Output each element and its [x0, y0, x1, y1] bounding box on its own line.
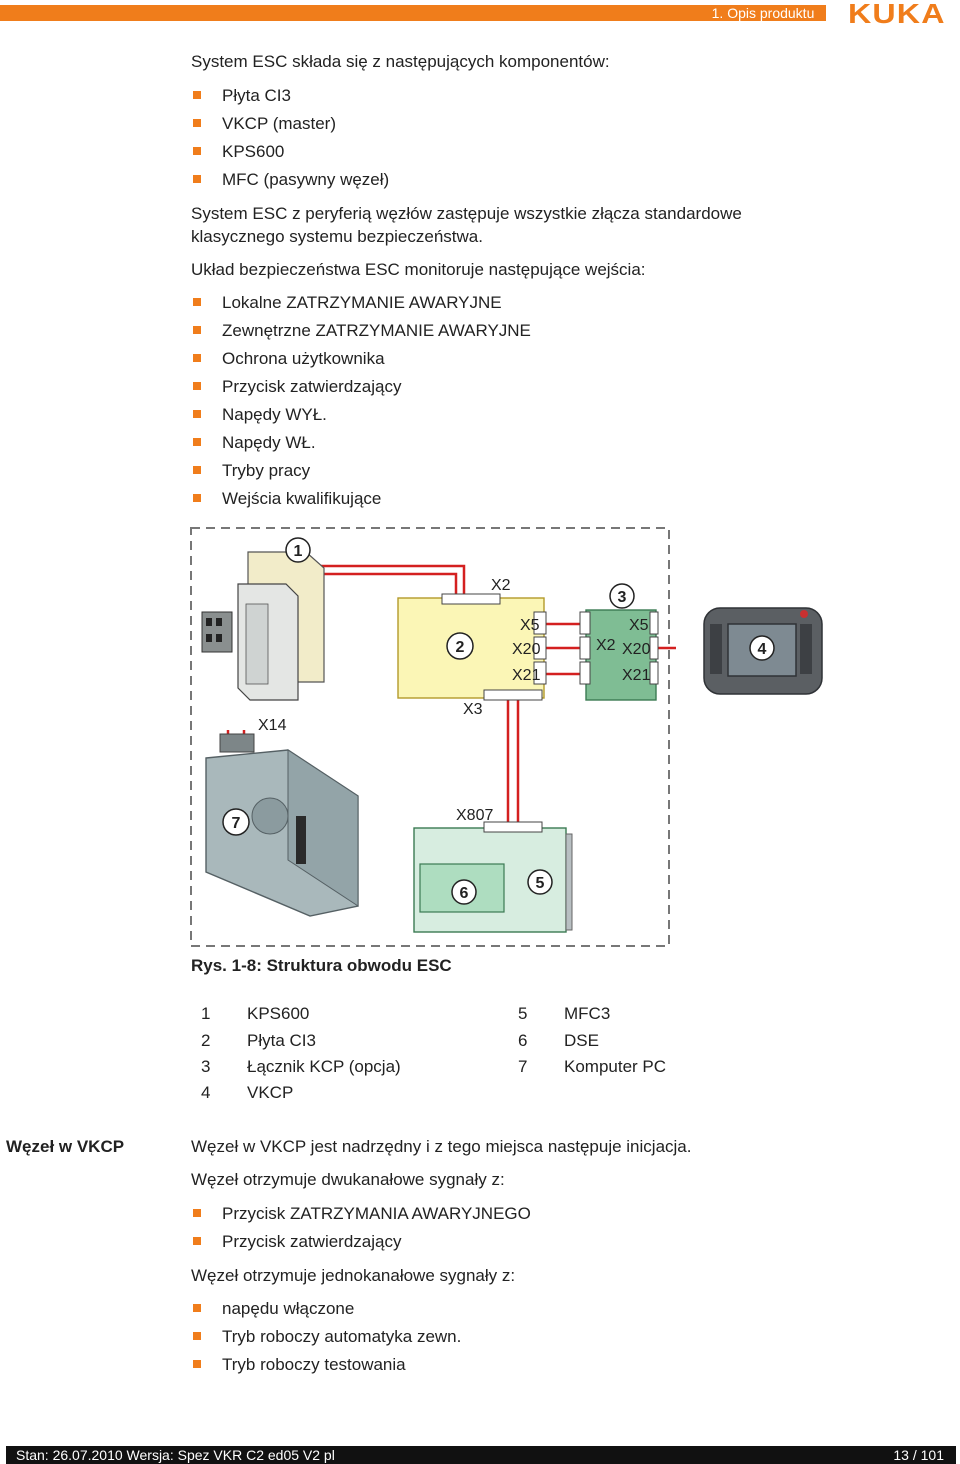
mfc-dse-board: X807 6 5	[413, 807, 573, 933]
replace-paragraph-line1: System ESC z peryferią węzłów zastępuje …	[191, 204, 742, 223]
bullet-icon	[193, 1360, 201, 1368]
bullet-icon	[193, 1237, 201, 1245]
label-x20-coupler: X20	[622, 641, 651, 658]
label-x14: X14	[258, 717, 287, 734]
label-x2-coupler: X2	[596, 637, 616, 654]
vkcp-pendant-detail: 4	[703, 607, 823, 695]
callout-4: 4	[758, 641, 767, 658]
legend-text: Komputer PC	[564, 1057, 667, 1076]
label-x3: X3	[463, 701, 483, 718]
label-x21-coupler: X21	[622, 667, 651, 684]
bullet-icon	[193, 438, 201, 446]
bullet-icon	[193, 326, 201, 334]
legend-num: 3	[201, 1057, 211, 1076]
label-x20: X20	[512, 641, 541, 658]
callout-1: 1	[294, 543, 303, 560]
label-x807: X807	[456, 807, 493, 824]
label-x5: X5	[520, 617, 540, 634]
single-intro: Węzeł otrzymuje jednokanałowe sygnały z:	[191, 1266, 516, 1285]
legend-text: Płyta CI3	[247, 1031, 316, 1050]
callout-2: 2	[456, 639, 465, 656]
label-x2: X2	[491, 577, 511, 594]
esc-structure-diagram: 1 2 X2 X5 X20 X21 X3 3 X2 X5 X20 X21	[190, 527, 676, 947]
legend-text: Łącznik KCP (opcja)	[247, 1057, 401, 1076]
bullet-icon	[193, 494, 201, 502]
bullet-icon	[193, 298, 201, 306]
bullet-icon	[193, 1304, 201, 1312]
legend-text: VKCP	[247, 1083, 294, 1102]
legend-num: 2	[201, 1031, 211, 1050]
footer-version: Stan: 26.07.2010 Wersja: Spez VKR C2 ed0…	[16, 1447, 335, 1463]
bullet-icon	[193, 466, 201, 474]
bullet-icon	[193, 147, 201, 155]
callout-7: 7	[232, 815, 241, 832]
legend-text: KPS600	[247, 1004, 310, 1023]
bullet-icon	[193, 91, 201, 99]
callout-5: 5	[536, 875, 545, 892]
bullet-icon	[193, 410, 201, 418]
callout-6: 6	[460, 885, 469, 902]
legend-num: 7	[518, 1057, 528, 1076]
legend-num: 5	[518, 1004, 528, 1023]
figure-caption: Rys. 1-8: Struktura obwodu ESC	[191, 956, 452, 975]
label-x5-coupler: X5	[629, 617, 649, 634]
section-heading: Węzeł w VKCP	[6, 1137, 125, 1156]
node-paragraph: Węzeł w VKCP jest nadrzędny i z tego mie…	[191, 1137, 692, 1156]
bullet-icon	[193, 1332, 201, 1340]
legend-num: 1	[201, 1004, 211, 1023]
chapter-title: 1. Opis produktu	[711, 5, 815, 21]
page-footer: Stan: 26.07.2010 Wersja: Spez VKR C2 ed0…	[6, 1446, 956, 1464]
legend-text: DSE	[564, 1031, 599, 1050]
kps600-device: 1	[201, 537, 325, 701]
legend-text: MFC3	[564, 1004, 611, 1023]
header-bar	[0, 5, 826, 21]
kcp-coupler: 3 X2 X5 X20 X21	[579, 583, 659, 701]
inputs-intro: Układ bezpieczeństwa ESC monitoruje nast…	[191, 260, 646, 279]
components-intro: System ESC składa się z następujących ko…	[191, 52, 610, 71]
ci3-board: 2 X2 X5 X20 X21 X3	[397, 577, 547, 718]
bullet-icon	[193, 382, 201, 390]
replace-paragraph-line2: klasycznego systemu bezpieczeństwa.	[191, 227, 483, 246]
diagram-frame	[190, 527, 670, 947]
bullet-icon	[193, 354, 201, 362]
label-x21: X21	[512, 667, 541, 684]
legend-num: 4	[201, 1083, 211, 1102]
callout-3: 3	[618, 589, 627, 606]
kuka-logo: KUKA	[848, 0, 946, 29]
dual-intro: Węzeł otrzymuje dwukanałowe sygnały z:	[191, 1170, 505, 1189]
page-number: 13 / 101	[893, 1447, 944, 1463]
legend-num: 6	[518, 1031, 528, 1050]
bullet-icon	[193, 175, 201, 183]
pc-computer: 7	[205, 733, 359, 917]
bullet-icon	[193, 119, 201, 127]
bullet-icon	[193, 1209, 201, 1217]
